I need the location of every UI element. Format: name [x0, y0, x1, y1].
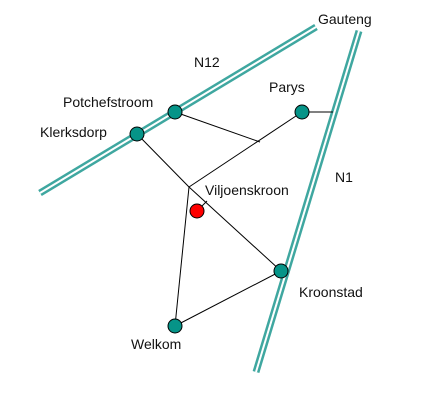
- road-viljoenskroon-kroonstad: [188, 186, 282, 272]
- label-welkom: Welkom: [131, 336, 181, 352]
- town-marker-klerksdorp: [129, 126, 145, 142]
- label-gauteng: Gauteng: [318, 11, 372, 27]
- road-network: [136, 111, 333, 327]
- town-marker-welkom: [167, 318, 183, 334]
- label-parys: Parys: [269, 79, 305, 95]
- label-klerksdorp: Klerksdorp: [40, 124, 107, 140]
- town-marker-viljoenskroon: [189, 203, 205, 219]
- road-klerksdorp-viljoenskroon: [136, 133, 190, 188]
- label-kroonstad: Kroonstad: [299, 284, 363, 300]
- road-viljoenskroon-welkom: [174, 186, 190, 327]
- label-n12: N12: [194, 54, 220, 70]
- town-marker-potchefstroom: [167, 104, 183, 120]
- highway-n1: [252, 29, 363, 374]
- label-potchefstroom: Potchefstroom: [63, 94, 153, 110]
- road-viljoenskroon-parys: [188, 111, 303, 188]
- town-marker-kroonstad: [273, 263, 289, 279]
- town-marker-parys: [294, 104, 310, 120]
- label-n1: N1: [335, 169, 353, 185]
- label-viljoenskroon: Viljoenskroon: [205, 182, 289, 198]
- road-welkom-kroonstad: [174, 270, 282, 327]
- road-potchefstroom-junction: [174, 111, 261, 143]
